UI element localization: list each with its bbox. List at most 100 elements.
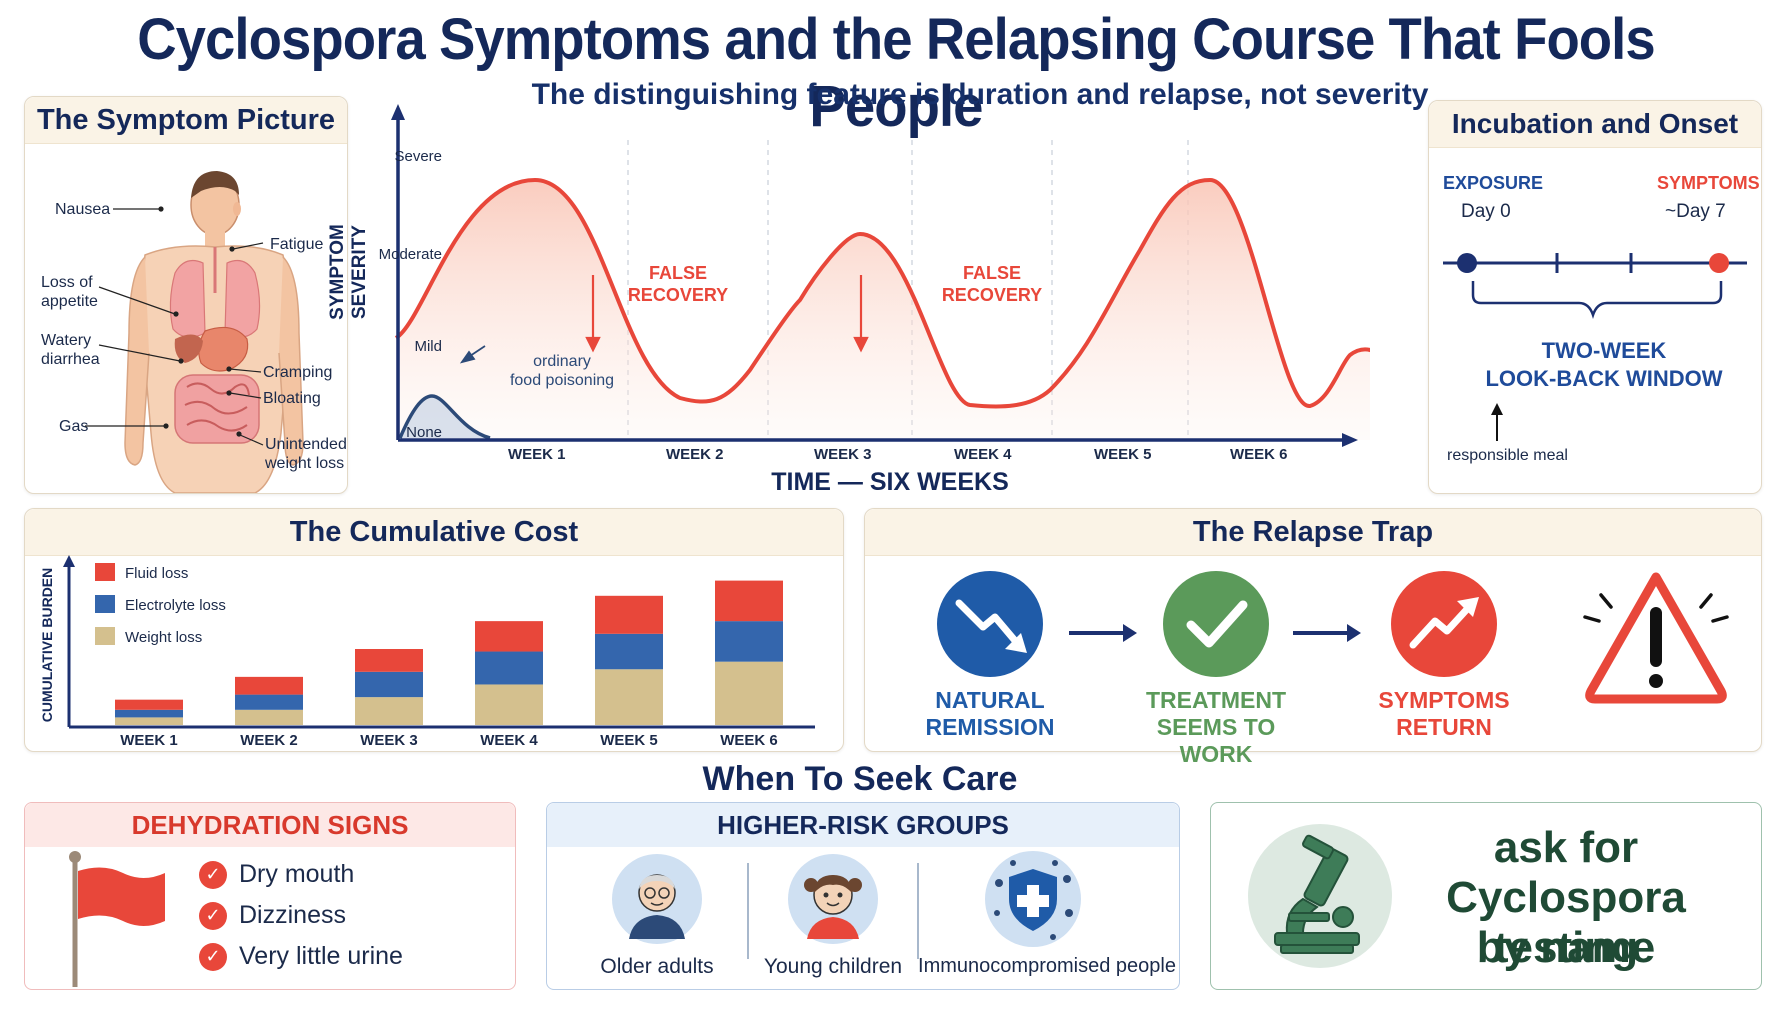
exposure-day: Day 0 [1461,201,1511,222]
up-trend-icon [1391,571,1497,677]
cumulative-week-tick: WEEK 2 [240,732,298,749]
ordinary-food-poisoning-label: ordinary food poisoning [509,353,615,389]
bar-weight-loss-2 [235,709,303,725]
cyclospora-severity-curve [394,177,1370,409]
bar-weight-loss-3 [355,697,423,725]
symptoms-label: SYMPTOMS [1657,173,1760,193]
cumulative-week-tick: WEEK 1 [120,732,178,749]
week-tick-4: WEEK 4 [954,446,1012,463]
warning-triangle-icon [1583,572,1729,704]
check-circle-icon: ✓ [199,861,227,889]
higher-risk-groups-box: HIGHER-RISK GROUPS Older adults Young ch… [546,802,1180,990]
cumulative-cost-panel: The Cumulative Cost CUMULATIVE BURDEN Fl… [24,508,844,752]
severity-line-chart [391,104,1370,447]
down-trend-icon [937,571,1043,677]
cumulative-week-tick: WEEK 6 [720,732,778,749]
group-immunocompromised: Immunocompromised people [918,955,1176,977]
severity-x-axis-title: TIME — SIX WEEKS [771,468,1009,496]
bar-electrolyte-loss-2 [235,694,303,710]
group-young-children: Young children [763,955,903,978]
false-recovery-label-1: FALSE RECOVERY [627,263,729,305]
group-older-adults: Older adults [600,955,714,978]
label-fatigue: Fatigue [270,236,324,253]
label-loss-of-appetite: Loss of appetite [41,274,98,310]
ask-line-1: ask for [1493,823,1639,872]
legend-swatch [95,595,115,613]
legend-swatch [95,563,115,581]
cumulative-week-tick: WEEK 5 [600,732,658,749]
dehydration-sign: Very little urine [239,942,403,970]
label-nausea: Nausea [55,201,111,218]
dehydration-sign: Dizziness [239,901,346,929]
label-gas: Gas [59,418,89,435]
y-level-none: None [406,424,442,441]
young-child-icon [788,854,878,944]
bar-weight-loss-5 [595,669,663,725]
check-circle-icon: ✓ [199,943,227,971]
y-level-severe: Severe [394,148,442,165]
arrow-right-icon [1293,624,1361,642]
symptoms-day: ~Day 7 [1665,201,1726,222]
group-divider [747,863,749,959]
cumulative-week-tick: WEEK 4 [480,732,538,749]
trap-step-symptoms-return: SYMPTOMS RETURN [1378,687,1510,740]
incubation-panel: Incubation and Onset EXPOSURE Day 0 SYMP… [1428,100,1762,494]
arrow-right-icon [1069,624,1137,642]
symptom-picture-heading: The Symptom Picture [25,97,347,144]
symptoms-dot [1709,253,1729,273]
bar-fluid-loss-6 [715,580,783,622]
page-title: Cyclospora Symptoms and the Relapsing Co… [137,7,1655,139]
ask-testing-box: ask for Cyclospora testing by name [1210,802,1762,990]
label-bloating: Bloating [263,390,321,407]
y-level-mild: Mild [414,338,442,355]
seek-care-heading: When To Seek Care [702,760,1018,798]
severity-y-axis-title: SYMPTOM SEVERITY [327,224,370,320]
bar-fluid-loss-3 [355,649,423,672]
body-illustration [124,171,304,493]
responsible-meal-label: responsible meal [1447,447,1568,464]
cumulative-week-tick: WEEK 3 [360,732,418,749]
trap-step-treatment: TREATMENT SEEMS TO WORK [1145,687,1287,767]
higher-risk-heading: HIGHER-RISK GROUPS [547,803,1179,847]
ordinary-food-poisoning-curve [398,394,491,440]
legend-swatch [95,627,115,645]
relapse-trap-heading: The Relapse Trap [865,509,1761,556]
bar-weight-loss-4 [475,684,543,725]
false-recovery-label-2: FALSE RECOVERY [941,263,1043,305]
legend-label: Weight loss [125,629,202,646]
label-watery-diarrhea: Watery diarrhea [41,332,100,368]
group-divider [917,863,919,959]
checkmark-icon [1163,571,1269,677]
bar-electrolyte-loss-1 [115,709,183,718]
relapse-trap-panel: The Relapse Trap NATURAL REMISSION TREAT… [864,508,1762,767]
cumulative-cost-heading: The Cumulative Cost [25,509,843,556]
label-cramping: Cramping [263,364,333,381]
symptom-picture-panel: The Symptom Picture Nausea Fatigue Loss … [24,96,348,494]
bar-weight-loss-6 [715,661,783,725]
bar-electrolyte-loss-5 [595,633,663,670]
bar-electrolyte-loss-4 [475,651,543,685]
incubation-timeline [1443,253,1747,319]
bar-fluid-loss-2 [235,676,303,695]
exposure-label: EXPOSURE [1443,173,1544,193]
week-tick-2: WEEK 2 [666,446,724,463]
legend-label: Electrolyte loss [125,597,226,614]
bar-weight-loss-1 [115,717,183,725]
check-circle-icon: ✓ [199,902,227,930]
microscope-icon [1248,824,1392,968]
week-tick-6: WEEK 6 [1230,446,1288,463]
dehydration-heading: DEHYDRATION SIGNS [25,803,515,847]
exposure-dot [1457,253,1477,273]
responsible-meal-arrow [1491,403,1503,441]
week-tick-1: WEEK 1 [508,446,566,463]
trap-step-natural-remission: NATURAL REMISSION [925,687,1055,740]
legend-label: Fluid loss [125,565,188,582]
older-adult-icon [612,854,702,944]
ask-line-3: by name [1476,923,1656,972]
bar-fluid-loss-4 [475,621,543,652]
week-tick-5: WEEK 5 [1094,446,1152,463]
dehydration-sign: Dry mouth [239,860,355,888]
bar-fluid-loss-1 [115,699,183,710]
ask-line-2: Cyclospora testing [1446,873,1686,972]
